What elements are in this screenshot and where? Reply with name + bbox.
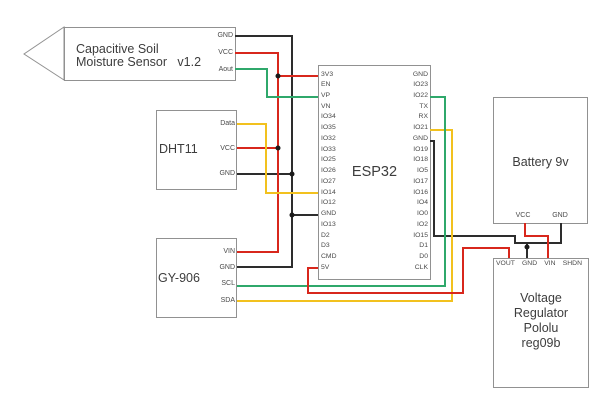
pin-label: VCC — [218, 48, 233, 56]
battery-pin-vcc: VCC — [515, 212, 531, 219]
wire-soil-vcc-bus — [235, 52, 279, 253]
pin-label: IO4 — [417, 199, 428, 207]
battery-title: Battery 9v — [512, 155, 569, 169]
pin-label: IO16 — [413, 188, 428, 196]
pin-label: GND — [219, 170, 235, 177]
pin-label: VP — [321, 91, 331, 99]
soil-title-line2: Moisture Sensor v1.2 — [76, 54, 202, 69]
junction-dot — [275, 145, 281, 151]
pin-label: IO19 — [413, 145, 428, 153]
pin-label: IO21 — [413, 124, 428, 132]
pin-label: SHDN — [562, 260, 582, 267]
junction-dot — [289, 212, 295, 218]
soil-title-line1: Capacitive Soil — [76, 42, 159, 56]
pin-label: VCC — [220, 145, 235, 152]
pin-label: IO18 — [413, 156, 428, 164]
dht11-box — [156, 110, 237, 190]
pin-label: Data — [220, 120, 235, 127]
pin-label: VIN — [544, 260, 556, 267]
soil-sensor-box — [64, 27, 236, 81]
regulator-title-line: Regulator — [513, 306, 569, 320]
pin-label: IO0 — [417, 210, 428, 218]
soil-sensor-probe-tip — [23, 26, 65, 81]
soil-sensor-pin-labels: GND VCC Aout — [168, 28, 233, 78]
pin-label: VOUT — [496, 260, 515, 267]
regulator-title-line: reg09b — [521, 336, 561, 350]
pin-label: TX — [419, 102, 428, 110]
pin-label: GND — [217, 32, 233, 39]
gy906-box — [156, 238, 237, 318]
pin-label: GND — [412, 70, 428, 78]
pin-label: EN — [321, 81, 331, 89]
junction-dot — [524, 244, 530, 250]
pin-label: Aout — [218, 65, 233, 73]
dht11-title: DHT11 — [159, 142, 198, 156]
pin-label: D1 — [419, 242, 428, 250]
regulator-title-line: Voltage — [520, 291, 562, 305]
pin-label: SCL — [221, 280, 235, 288]
pin-label: 3V3 — [321, 70, 334, 78]
pin-label: IO5 — [417, 167, 428, 175]
wire-battery-vcc-vin — [524, 223, 549, 258]
wire-aout-vp — [235, 68, 318, 98]
wire-soil-gnd-bus — [235, 35, 293, 268]
pin-label: RX — [418, 113, 428, 121]
pin-label: IO23 — [413, 81, 428, 89]
gy906-pin-labels: VIN GND SCL SDA — [170, 244, 235, 309]
junction-dot — [275, 73, 281, 79]
gy906-title: GY-906 — [158, 271, 200, 285]
pin-label: IO17 — [413, 177, 428, 185]
wire-dht-data-io14 — [237, 123, 318, 194]
pin-label: GND — [412, 134, 428, 142]
pin-label: CLK — [414, 263, 428, 271]
regulator-pin-labels: VOUT GND VIN SHDN — [496, 260, 582, 267]
pin-label: SDA — [220, 296, 235, 304]
junction-dot — [289, 171, 295, 177]
pin-label: GND — [219, 264, 235, 272]
regulator-title-line: Pololu — [523, 321, 559, 335]
pin-label: GND — [522, 260, 538, 267]
battery-pin-gnd: GND — [552, 212, 568, 219]
pin-label: VIN — [223, 248, 235, 255]
pin-label: D0 — [419, 252, 428, 260]
pin-label: IO22 — [413, 91, 428, 99]
pin-label: IO2 — [417, 220, 428, 228]
pin-label: IO15 — [413, 231, 428, 239]
